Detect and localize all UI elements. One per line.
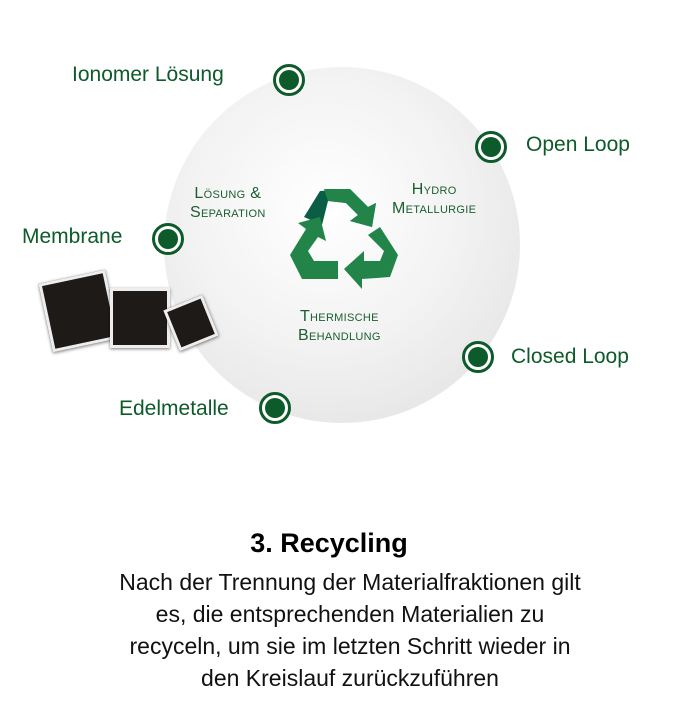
label-open-loop: Open Loop (526, 133, 630, 156)
node-closed-loop (462, 341, 494, 373)
recycling-circle (164, 67, 520, 423)
node-ionomer (273, 64, 305, 96)
label-thermische-behandlung: Thermische Behandlung (298, 307, 381, 345)
label-line: Lösung & (194, 185, 262, 202)
description-line: recyceln, um sie im letzten Schritt wied… (129, 633, 571, 659)
membrane-image-medium (110, 288, 170, 348)
recycle-arrow-top-right (324, 189, 376, 227)
label-membrane: Membrane (22, 225, 123, 248)
label-closed-loop: Closed Loop (511, 345, 629, 368)
recycle-arrow-right (344, 227, 398, 289)
label-line: Thermische (299, 308, 379, 325)
label-edelmetalle: Edelmetalle (119, 397, 229, 420)
recycle-icon (290, 189, 398, 289)
section-description: Nach der Trennung der Materialfraktionen… (40, 566, 660, 694)
label-line: Hydro (411, 181, 457, 198)
node-membrane (152, 223, 184, 255)
description-line: Nach der Trennung der Materialfraktionen… (119, 569, 581, 595)
recycle-arrow-left (290, 217, 338, 279)
description-line: es, die entsprechenden Materialien zu (155, 601, 545, 627)
label-hydro-metallurgie: Hydro Metallurgie (392, 180, 476, 218)
section-title: 3. Recycling (250, 528, 408, 558)
label-line: Separation (190, 204, 266, 221)
label-ionomer: Ionomer Lösung (72, 63, 224, 86)
node-edelmetalle (259, 392, 291, 424)
label-loesung-separation: Lösung & Separation (190, 184, 266, 222)
node-open-loop (475, 131, 507, 163)
label-line: Metallurgie (392, 200, 477, 217)
membrane-image-large (38, 269, 120, 353)
label-line: Behandlung (298, 327, 381, 344)
description-line: den Kreislauf zurückzuführen (201, 665, 499, 691)
